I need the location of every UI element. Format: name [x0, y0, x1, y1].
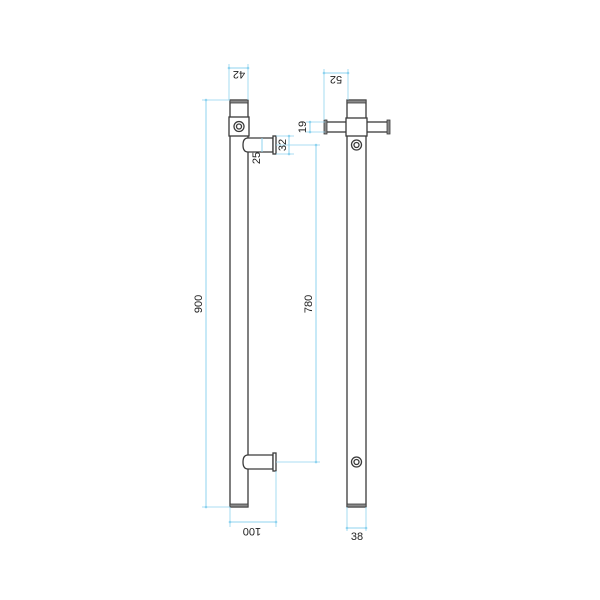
side-bracket-screw-inner-icon — [235, 123, 243, 130]
front-upper-screw-inner-icon — [353, 141, 360, 149]
side-upper-stem-flange — [272, 135, 277, 155]
dim-rod-diameter: 19 — [297, 121, 309, 133]
dim-stem-offset: 25 — [251, 152, 263, 164]
front-rod-left-end — [323, 119, 328, 135]
side-lower-stem — [242, 454, 274, 470]
front-top-cap — [346, 99, 367, 104]
dim-bracket-width: 42 — [233, 68, 245, 80]
side-main-tube — [229, 99, 249, 508]
dim-tube-diameter: 38 — [351, 531, 363, 543]
dim-depth: 100 — [243, 525, 261, 537]
front-view — [323, 99, 391, 508]
side-view — [228, 99, 277, 508]
dim-bracket-spacing: 780 — [303, 295, 315, 313]
front-bottom-cap — [346, 503, 367, 508]
dim-rod-length: 52 — [330, 73, 342, 85]
side-top-cap — [229, 99, 249, 104]
front-lower-screw-inner-icon — [353, 458, 360, 466]
side-lower-stem-flange — [272, 452, 277, 472]
front-rod-right-end — [386, 119, 391, 135]
front-dimensions: 52 19 38 — [297, 69, 368, 543]
front-main-tube — [346, 99, 367, 508]
side-dimensions: 42 900 25 32 780 100 — [193, 64, 320, 537]
side-bottom-cap — [229, 503, 249, 508]
dim-total-height: 900 — [193, 295, 205, 313]
side-upper-stem — [242, 137, 274, 153]
front-bracket-block — [345, 117, 368, 137]
